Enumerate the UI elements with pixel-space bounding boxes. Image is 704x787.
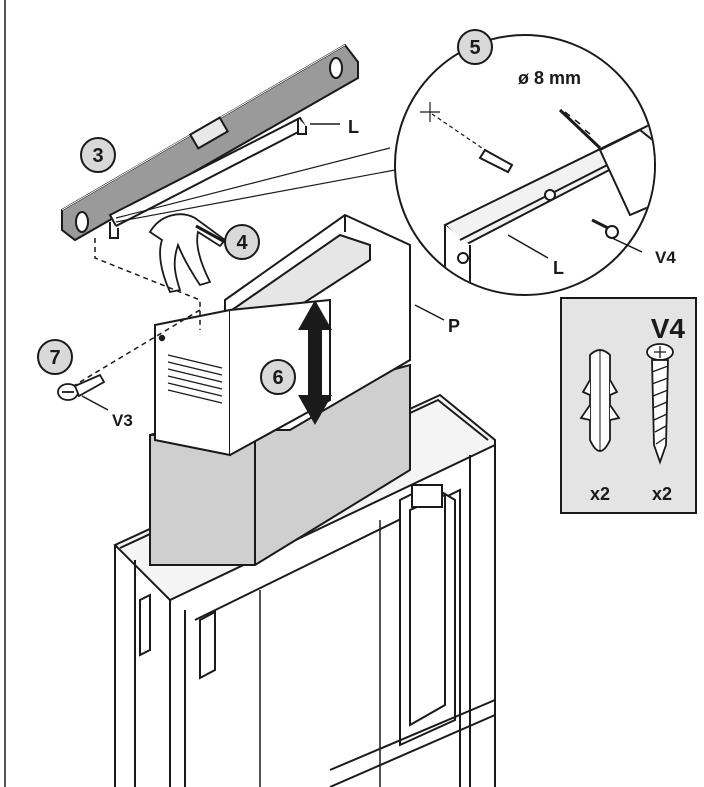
spirit-level: [61, 43, 359, 242]
parts-box-v4: V4 x2 x2: [560, 297, 697, 514]
parts-box-title: V4: [651, 313, 686, 344]
hand-with-pencil: [148, 213, 227, 294]
label-screw-v3: V3: [112, 411, 133, 430]
label-detail-l: L: [553, 258, 564, 278]
svg-text:5: 5: [469, 37, 480, 59]
drill-crosshair-icon: [420, 102, 486, 151]
label-leader-lines: [310, 123, 643, 321]
wood-screw-icon: [646, 343, 674, 465]
step-badge-4: 4: [224, 224, 260, 260]
svg-text:7: 7: [49, 347, 60, 369]
label-panel-p: P: [448, 316, 460, 336]
label-detail-v4: V4: [655, 248, 676, 267]
step-badge-5: 5: [457, 29, 493, 65]
wall-bracket: [108, 116, 308, 239]
up-down-arrow-icon: [298, 300, 332, 425]
plug-quantity: x2: [590, 484, 610, 504]
svg-text:6: 6: [272, 367, 283, 389]
detail-callout-lines: [115, 147, 396, 223]
step-badge-6: 6: [260, 359, 296, 395]
screw-quantity: x2: [652, 484, 672, 504]
v3-leader-line: [81, 395, 109, 411]
svg-text:3: 3: [92, 145, 103, 167]
step-badge-7: 7: [37, 339, 73, 375]
wall-plug-icon: [579, 349, 621, 452]
detail-circle: [394, 34, 656, 296]
label-drill-size: ø 8 mm: [518, 68, 581, 88]
svg-text:4: 4: [236, 232, 248, 254]
vent-grille: [167, 354, 223, 404]
screw-v3-icon: [57, 373, 106, 401]
step-badge-3: 3: [80, 137, 116, 173]
label-bracket-l: L: [348, 117, 359, 137]
